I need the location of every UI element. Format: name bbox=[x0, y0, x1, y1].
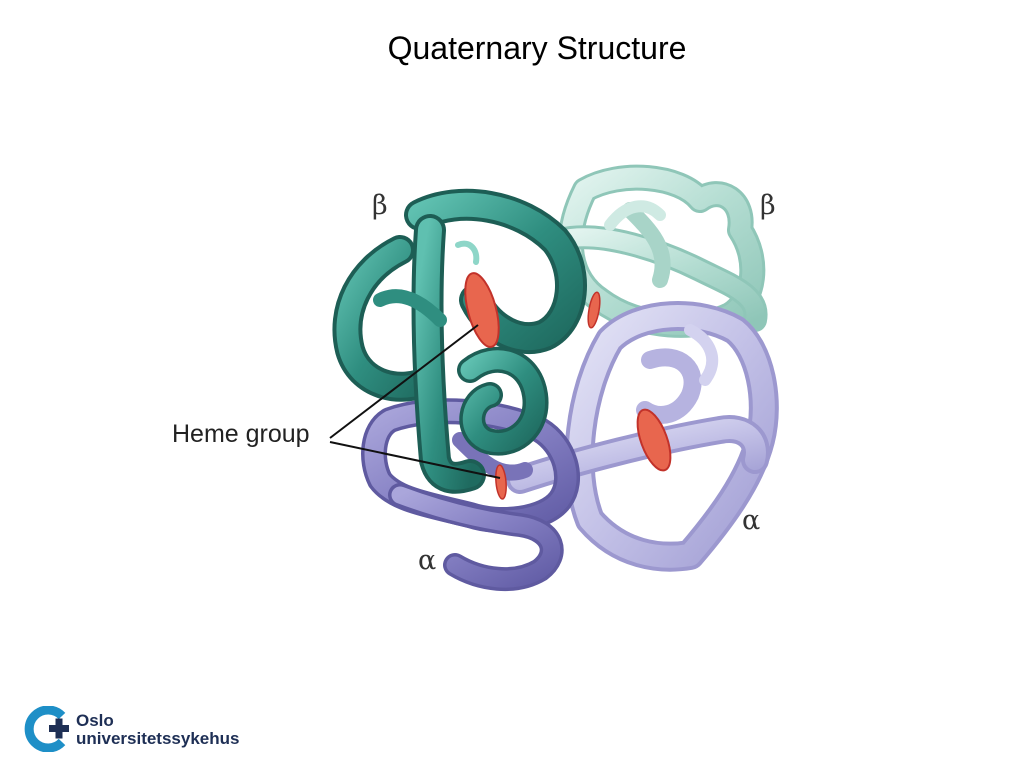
label-beta-left: β bbox=[372, 190, 388, 221]
slide-title: Quaternary Structure bbox=[387, 30, 687, 66]
label-beta-right: β bbox=[760, 190, 776, 221]
alpha-subunit-left bbox=[361, 398, 581, 592]
heme-beta-right bbox=[587, 291, 601, 329]
heme-groups bbox=[464, 272, 672, 500]
logo-line-1: Oslo bbox=[76, 711, 114, 730]
logo-wordmark: Oslo universitetssykehus bbox=[76, 712, 239, 748]
heme-group-label: Heme group bbox=[172, 420, 310, 448]
label-alpha-right: α bbox=[742, 505, 761, 536]
heme-leader-lines bbox=[329, 324, 501, 479]
beta-subunit-right bbox=[548, 164, 768, 338]
logo-line-2: universitetssykehus bbox=[76, 729, 240, 748]
hospital-logo-icon bbox=[24, 706, 69, 752]
label-alpha-left: α bbox=[418, 545, 437, 576]
beta-subunit-left bbox=[332, 188, 587, 494]
heme-beta-left bbox=[464, 272, 500, 348]
heme-alpha-left bbox=[495, 464, 507, 500]
heme-alpha-right bbox=[636, 408, 672, 472]
